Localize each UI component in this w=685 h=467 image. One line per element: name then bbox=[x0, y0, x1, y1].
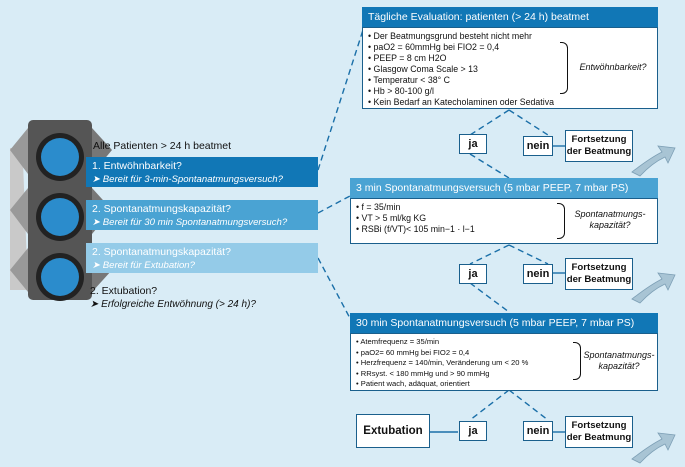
box3-header: 30 min Spontanatmungsversuch (5 mbar PEE… bbox=[350, 313, 658, 333]
step-4: 2. Extubation? ➤ Erfolgreiche Entwöhnung… bbox=[90, 285, 322, 311]
extubation-box: Extubation bbox=[356, 414, 430, 448]
box1-criterion: Kein Bedarf an Katecholaminen oder Sedat… bbox=[368, 97, 652, 108]
box3-no: nein bbox=[523, 421, 553, 441]
box3-criteria: Atemfrequenz = 35/min paO2= 60 mmHg bei … bbox=[350, 333, 658, 391]
box1-criterion: Glasgow Coma Scale > 13 bbox=[368, 64, 652, 75]
step-3-question: 2. Spontanatmungskapazität? bbox=[92, 246, 231, 258]
box2-brace bbox=[557, 203, 565, 239]
box1-criterion: Temperatur < 38° C bbox=[368, 75, 652, 86]
box2-yes: ja bbox=[459, 264, 487, 284]
box3-criterion: Atemfrequenz = 35/min bbox=[356, 337, 652, 348]
box1-yes: ja bbox=[459, 134, 487, 154]
box1-criterion: PEEP = 8 cm H2O bbox=[368, 53, 652, 64]
box1-no: nein bbox=[523, 136, 553, 156]
box3-continue: Fortsetzung der Beatmung bbox=[565, 416, 633, 448]
all-patients-label: Alle Patienten > 24 h beatmet bbox=[93, 140, 232, 152]
step-2-sub: ➤ Bereit für 30 min Spontanatmungsversuc… bbox=[92, 217, 288, 228]
box2-note: Spontanatmungs-kapazität? bbox=[574, 209, 646, 230]
box2-criteria: f = 35/min VT > 5 ml/kg KG RSBi (f/VT)< … bbox=[350, 198, 658, 244]
box1-criterion: Der Beatmungsgrund besteht nicht mehr bbox=[368, 31, 652, 42]
box1-criterion: Hb > 80-100 g/l bbox=[368, 86, 652, 97]
box3-criterion: Patient wach, adäquat, orientiert bbox=[356, 379, 652, 390]
step-2-question: 2. Spontanatmungskapazität? bbox=[92, 203, 231, 215]
box1-header: Tägliche Evaluation: patienten (> 24 h) … bbox=[362, 7, 658, 27]
box3-criterion: paO2= 60 mmHg bei FIO2 = 0,4 bbox=[356, 348, 652, 359]
box3-criterion: Herzfrequenz = 140/min, Veränderung um <… bbox=[356, 358, 652, 369]
box2-no: nein bbox=[523, 264, 553, 284]
step-4-question: 2. Extubation? bbox=[90, 285, 158, 297]
box1-note: Entwöhnbarkeit? bbox=[579, 62, 647, 72]
box3-brace bbox=[573, 342, 581, 380]
box2-criterion: VT > 5 ml/kg KG bbox=[356, 213, 652, 224]
box1-criterion: paO2 = 60mmHg bei FIO2 = 0,4 bbox=[368, 42, 652, 53]
traffic-light-icon bbox=[10, 120, 112, 301]
box2-criterion: RSBi (f/VT)< 105 min−1 · l−1 bbox=[356, 224, 652, 235]
step-2: 2. Spontanatmungskapazität? ➤ Bereit für… bbox=[86, 200, 318, 230]
box1-continue: Fortsetzung der Beatmung bbox=[565, 130, 633, 162]
step-4-sub: ➤ Erfolgreiche Entwöhnung (> 24 h)? bbox=[90, 299, 256, 310]
return-arrows bbox=[631, 145, 676, 464]
box3-yes: ja bbox=[459, 421, 487, 441]
box1-brace bbox=[560, 42, 568, 94]
box1-criteria: Der Beatmungsgrund besteht nicht mehr pa… bbox=[362, 27, 658, 109]
step-1-sub: ➤ Bereit für 3-min-Spontanatmungsversuch… bbox=[92, 174, 283, 185]
box2-continue: Fortsetzung der Beatmung bbox=[565, 258, 633, 290]
box2-criterion: f = 35/min bbox=[356, 202, 652, 213]
step-3: 2. Spontanatmungskapazität? ➤ Bereit für… bbox=[86, 243, 318, 273]
step-3-sub: ➤ Bereit für Extubation? bbox=[92, 260, 195, 271]
box3-criterion: RRsyst. < 180 mmHg und > 90 mmHg bbox=[356, 369, 652, 380]
step-1-question: 1. Entwöhnbarkeit? bbox=[92, 160, 182, 172]
box3-note: Spontanatmungs-kapazität? bbox=[583, 350, 655, 371]
step-1: 1. Entwöhnbarkeit? ➤ Bereit für 3-min-Sp… bbox=[86, 157, 318, 187]
box2-header: 3 min Spontanatmungsversuch (5 mbar PEEP… bbox=[350, 178, 658, 198]
